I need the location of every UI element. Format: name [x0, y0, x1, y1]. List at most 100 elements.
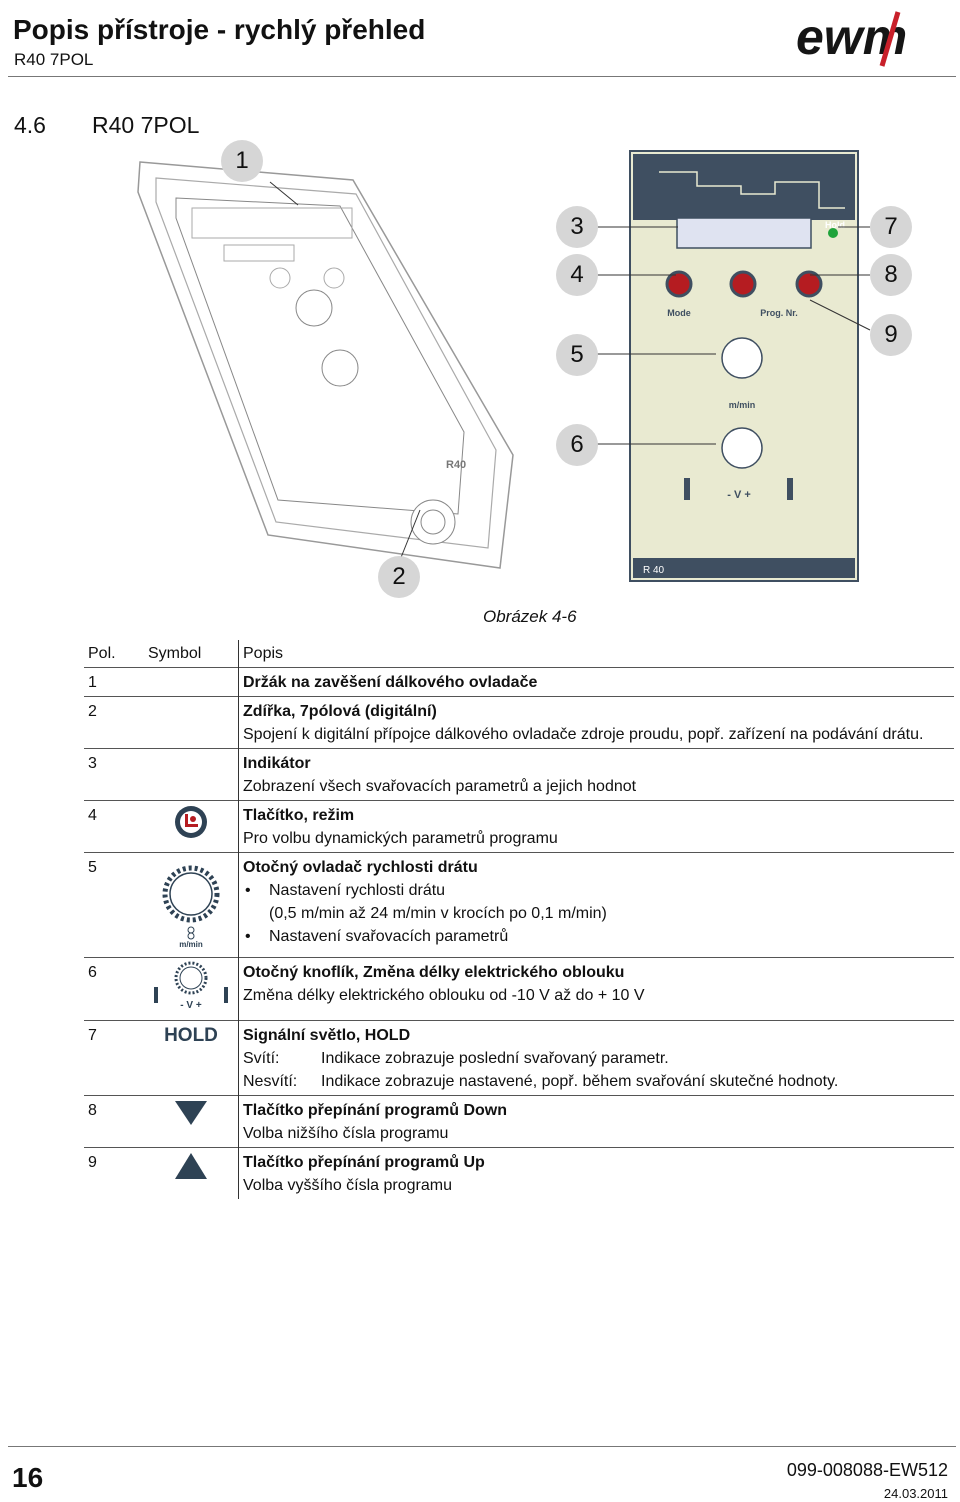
footer-rule — [8, 1446, 956, 1447]
callout-9: 9 — [870, 314, 912, 356]
table-row: 1 Držák na zavěšení dálkového ovladače — [84, 667, 954, 697]
row-pos: 1 — [84, 667, 144, 697]
row-indent: (0,5 m/min až 24 m/min v krocích po 0,1 … — [269, 905, 607, 922]
row-bullet: Nastavení svařovacích parametrů — [243, 925, 950, 948]
sketch-model-label: R40 — [446, 459, 466, 471]
document-number: 099-008088-EW512 — [786, 1460, 948, 1480]
table-row: 2 Zdířka, 7pólová (digitální) Spojení k … — [84, 696, 954, 749]
table-row: 6 - V + Otočný knoflík, Změna délky elek… — [84, 957, 954, 1021]
device-figure: R40 Hold Mode Prog. Nr. m/min - V + R 40 — [120, 140, 912, 600]
wire-speed-knob[interactable] — [721, 337, 763, 379]
header-rule — [8, 76, 956, 77]
row-symbol — [144, 800, 239, 853]
panel-mode-label: Mode — [667, 308, 691, 318]
arc-length-knob[interactable] — [721, 427, 763, 469]
callout-7: 7 — [870, 206, 912, 248]
row-pos: 9 — [84, 1147, 144, 1199]
row-title: Indikátor — [243, 755, 311, 772]
state-key: Svítí: — [243, 1050, 280, 1067]
legend-table: Pol. Symbol Popis 1 Držák na zavěšení dá… — [84, 640, 954, 1199]
row-symbol — [144, 667, 239, 697]
table-row: 9 Tlačítko přepínání programů Up Volba v… — [84, 1147, 954, 1199]
callout-6: 6 — [556, 424, 598, 466]
row-state-off: Nesvítí: Indikace zobrazuje nastavené, po… — [243, 1070, 950, 1093]
control-panel: Hold Mode Prog. Nr. m/min - V + R 40 — [629, 150, 859, 582]
hold-led — [828, 228, 838, 238]
page-subtitle: R40 7POL — [14, 50, 94, 69]
panel-speed-unit: m/min — [729, 400, 756, 410]
row-title: Tlačítko přepínání programů Up — [243, 1154, 485, 1171]
row-symbol — [144, 1095, 239, 1148]
row-symbol: - V + — [144, 957, 239, 1021]
ewm-logo: ewm — [796, 9, 907, 67]
row-pos: 8 — [84, 1095, 144, 1148]
row-description: Změna délky elektrického oblouku od -10 … — [243, 987, 645, 1004]
header-desc: Popis — [243, 645, 284, 662]
callout-2: 2 — [378, 556, 420, 598]
row-title: Zdířka, 7pólová (digitální) — [243, 703, 437, 720]
callout-lines — [269, 181, 871, 561]
row-title: Signální světlo, HOLD — [243, 1027, 411, 1044]
row-title: Držák na zavěšení dálkového ovladače — [243, 674, 538, 691]
state-value: Indikace zobrazuje poslední svařovaný pa… — [321, 1050, 669, 1067]
header-pos: Pol. — [88, 645, 116, 662]
row-description: Volba nižšího čísla programu — [243, 1125, 449, 1142]
triangle-up-icon — [175, 1153, 207, 1179]
row-symbol — [144, 696, 239, 749]
row-title: Otočný ovladač rychlosti drátu — [243, 859, 478, 876]
lcd-display — [676, 217, 812, 249]
callout-5: 5 — [556, 334, 598, 376]
row-title: Otočný knoflík, Změna délky elektrického… — [243, 964, 625, 981]
row-pos: 7 — [84, 1020, 144, 1096]
callout-4: 4 — [556, 254, 598, 296]
arc-length-knob-icon: - V + — [154, 961, 228, 1011]
page-number: 16 — [12, 1462, 44, 1493]
row-state-on: Svítí: Indikace zobrazuje poslední svařov… — [243, 1047, 950, 1070]
callout-8: 8 — [870, 254, 912, 296]
hold-symbol: HOLD — [164, 1025, 218, 1046]
row-symbol — [144, 748, 239, 801]
state-value: Indikace zobrazuje nastavené, popř. běhe… — [321, 1073, 839, 1090]
mode-button-icon — [175, 806, 207, 838]
row-title: Tlačítko, režim — [243, 807, 355, 824]
triangle-down-icon — [175, 1101, 207, 1125]
row-pos: 5 — [84, 852, 144, 958]
symbol-voltage-label: - V + — [180, 1000, 202, 1011]
table-row: 8 Tlačítko přepínání programů Down Volba… — [84, 1095, 954, 1148]
row-description: Pro volbu dynamických parametrů programu — [243, 830, 558, 847]
remote-control-sketch: R40 — [137, 161, 514, 569]
figure-caption: Obrázek 4-6 — [483, 607, 577, 626]
section-number: 4.6 — [14, 112, 46, 138]
row-symbol: HOLD — [144, 1020, 239, 1096]
panel-hold-label: Hold — [825, 220, 845, 230]
row-title: Tlačítko přepínání programů Down — [243, 1102, 508, 1119]
row-symbol — [144, 1147, 239, 1199]
row-description: Volba vyššího čísla programu — [243, 1177, 452, 1194]
table-row: 4 Tlačítko, režim Pro volbu dynamických … — [84, 800, 954, 853]
panel-model-label: R 40 — [643, 565, 665, 576]
row-pos: 6 — [84, 957, 144, 1021]
table-row: 3 Indikátor Zobrazení všech svařovacích … — [84, 748, 954, 801]
row-symbol: m/min — [144, 852, 239, 958]
mode-button[interactable] — [665, 270, 693, 298]
state-key: Nesvítí: — [243, 1073, 298, 1090]
row-pos: 2 — [84, 696, 144, 749]
wire-speed-knob-icon: m/min — [162, 865, 220, 949]
logo-slash — [879, 11, 901, 67]
row-pos: 4 — [84, 800, 144, 853]
panel-prog-label: Prog. Nr. — [760, 308, 798, 318]
callout-3: 3 — [556, 206, 598, 248]
section-title: R40 7POL — [92, 112, 200, 138]
row-description: Zobrazení všech svařovacích parametrů a … — [243, 778, 637, 795]
row-bullet: Nastavení rychlosti drátu — [243, 879, 950, 902]
symbol-unit: m/min — [179, 940, 203, 948]
page-title: Popis přístroje - rychlý přehled — [13, 14, 426, 45]
callout-1: 1 — [221, 140, 263, 182]
document-date: 24.03.2011 — [883, 1486, 948, 1501]
legend-header-row: Pol. Symbol Popis — [84, 640, 954, 668]
program-down-button[interactable] — [795, 270, 823, 298]
header-symbol: Symbol — [144, 640, 239, 668]
program-up-button[interactable] — [729, 270, 757, 298]
row-description: Spojení k digitální přípojce dálkového o… — [243, 726, 924, 743]
panel-voltage-label: - V + — [727, 489, 751, 501]
